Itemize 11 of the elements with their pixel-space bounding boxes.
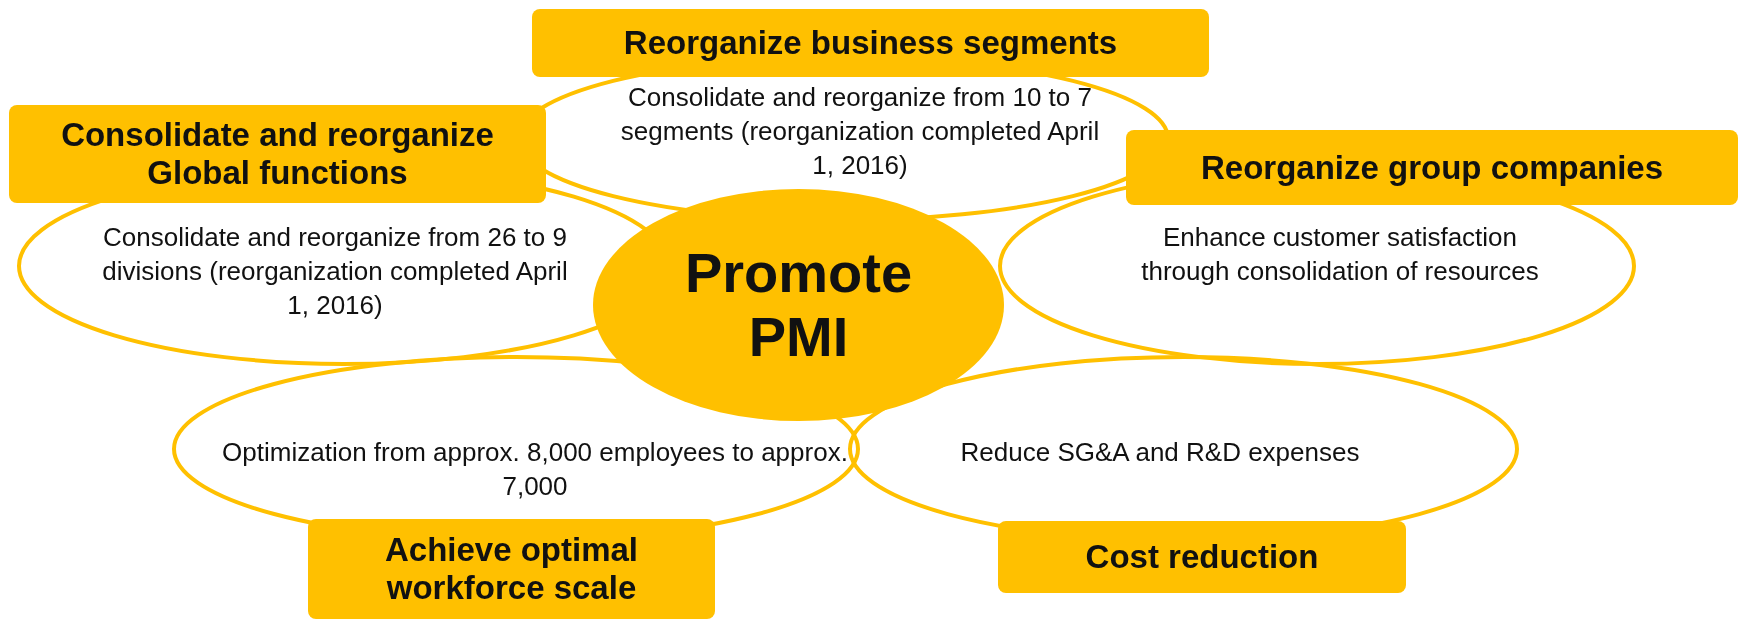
heading-label: Cost reduction bbox=[998, 521, 1406, 593]
heading-label: Reorganize group companies bbox=[1126, 130, 1738, 205]
body-text: Enhance customer satisfaction through consolidation of resources bbox=[1140, 221, 1540, 288]
body-text: Reduce SG&A and R&D expenses bbox=[959, 436, 1361, 469]
body-text: Consolidate and reorganize from 10 to 7 segments (reorganization completed April 1, 2016) bbox=[620, 81, 1100, 182]
body-text: Consolidate and reorganize from 26 to 9 divisions (reorganization completed April 1, 2016) bbox=[101, 221, 569, 322]
heading-label: Reorganize business segments bbox=[532, 9, 1209, 77]
body-text: Optimization from approx. 8,000 employees to approx. 7,000 bbox=[221, 436, 849, 503]
center-title: Promote PMI bbox=[683, 241, 914, 369]
heading-label: Achieve optimal workforce scale bbox=[308, 519, 715, 619]
heading-label: Consolidate and reorganize Global functions bbox=[9, 105, 546, 203]
